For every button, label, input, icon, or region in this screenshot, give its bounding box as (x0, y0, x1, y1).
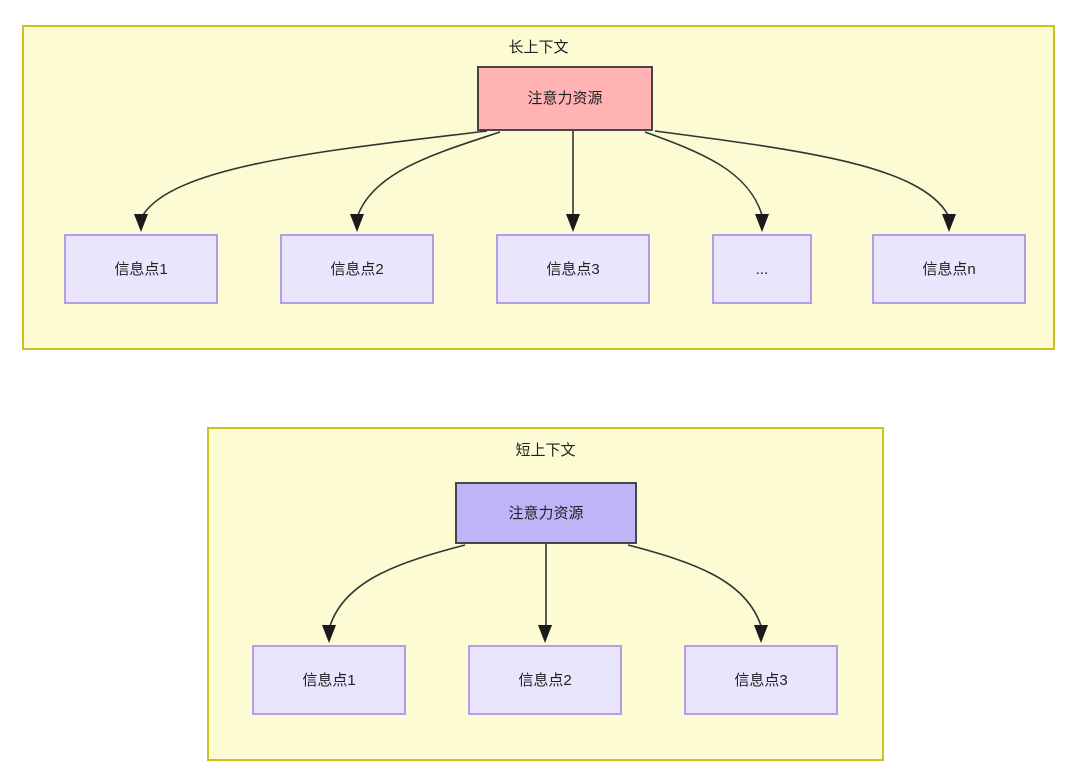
node-label: 信息点1 (114, 260, 168, 278)
node-long-attention-resource[interactable]: 注意力资源 (477, 66, 653, 131)
node-label: 信息点2 (330, 260, 384, 278)
node-label: ... (755, 260, 769, 278)
node-short-info-point-2[interactable]: 信息点2 (468, 645, 622, 715)
node-short-info-point-1[interactable]: 信息点1 (252, 645, 406, 715)
node-long-info-point-1[interactable]: 信息点1 (64, 234, 218, 304)
node-short-attention-resource[interactable]: 注意力资源 (455, 482, 637, 544)
group-short-context-title: 短上下文 (515, 442, 576, 459)
node-label: 信息点2 (518, 671, 572, 689)
node-label: 信息点3 (734, 671, 788, 689)
node-short-info-point-3[interactable]: 信息点3 (684, 645, 838, 715)
node-label: 注意力资源 (508, 504, 584, 522)
node-label: 信息点1 (302, 671, 356, 689)
node-label: 注意力资源 (527, 90, 603, 107)
group-long-context-title: 长上下文 (508, 39, 569, 56)
node-long-info-point-3[interactable]: 信息点3 (496, 234, 650, 304)
node-long-info-point-n[interactable]: 信息点n (872, 234, 1026, 304)
node-label: 信息点n (922, 260, 976, 278)
node-long-info-point-2[interactable]: 信息点2 (280, 234, 434, 304)
node-long-info-point-ellipsis[interactable]: ... (712, 234, 812, 304)
node-label: 信息点3 (546, 260, 600, 278)
